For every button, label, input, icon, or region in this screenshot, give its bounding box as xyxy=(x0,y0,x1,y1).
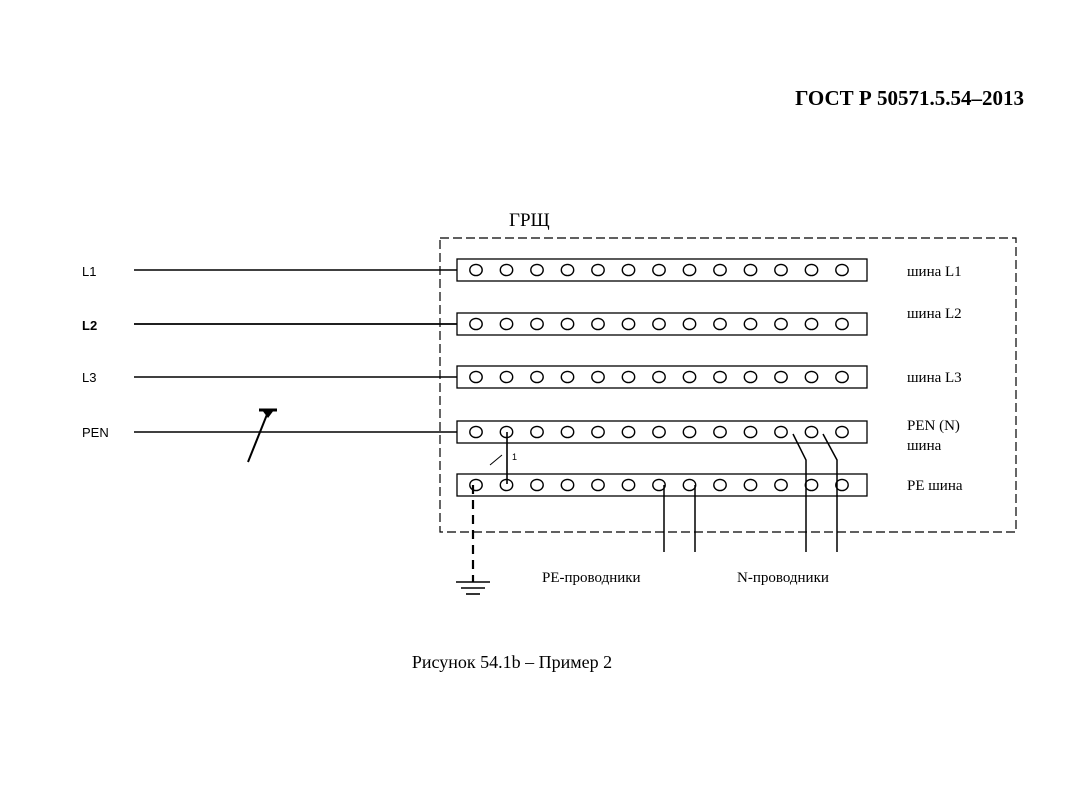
terminal-hole-l1 xyxy=(652,263,666,277)
terminal-hole-pe xyxy=(804,478,819,492)
terminal-hole-l1 xyxy=(713,263,727,277)
terminal-hole-l2 xyxy=(591,317,605,331)
terminal-hole-l2 xyxy=(652,317,666,331)
n-conductor-1 xyxy=(792,433,807,552)
terminal-hole-pe xyxy=(743,478,758,492)
terminal-hole-l1 xyxy=(774,263,788,277)
terminal-hole-l1 xyxy=(682,263,697,277)
terminal-hole-l3 xyxy=(713,370,727,384)
terminal-hole-l3 xyxy=(774,370,788,384)
terminal-hole-pe xyxy=(652,478,666,492)
terminal-hole-l3 xyxy=(652,370,666,384)
terminal-hole-pe xyxy=(835,478,849,492)
terminal-hole-l2 xyxy=(743,317,758,331)
standard-header: ГОСТ Р 50571.5.54–2013 xyxy=(795,86,1024,110)
label-l3: L3 xyxy=(82,370,96,385)
pen-pe-link: 1 xyxy=(489,432,517,484)
terminal-hole-l1 xyxy=(469,263,483,277)
label-l2: L2 xyxy=(82,318,97,333)
terminal-hole-pen xyxy=(591,425,605,439)
bus-label-l2: шина L2 xyxy=(907,306,962,322)
pe-earth-connection xyxy=(456,485,490,595)
terminal-hole-l3 xyxy=(469,370,483,384)
n-conductor-2 xyxy=(822,433,838,552)
figure-caption: Рисунок 54.1b – Пример 2 xyxy=(411,652,613,672)
terminal-hole-l3 xyxy=(621,370,636,384)
terminal-hole-l3 xyxy=(804,370,819,384)
terminal-hole-l2 xyxy=(835,317,849,331)
terminal-hole-pen xyxy=(621,425,636,439)
terminal-hole-pe xyxy=(621,478,636,492)
bus-label-l1: шина L1 xyxy=(907,264,962,280)
bus-label-l3: шина L3 xyxy=(907,370,962,386)
terminal-hole-l1 xyxy=(499,263,514,277)
terminal-hole-l2 xyxy=(621,317,636,331)
terminal-hole-pe xyxy=(591,478,605,492)
pen-earth-symbol xyxy=(247,408,277,463)
terminal-hole-l3 xyxy=(499,370,514,384)
terminal-hole-l1 xyxy=(560,263,575,277)
terminal-hole-l2 xyxy=(499,317,514,331)
terminal-hole-l2 xyxy=(682,317,697,331)
terminal-hole-pe xyxy=(713,478,727,492)
terminal-hole-l1 xyxy=(743,263,758,277)
terminal-hole-pe xyxy=(530,478,544,492)
n-conductors-label: N-проводники xyxy=(737,570,829,586)
terminal-hole-pe xyxy=(469,478,483,492)
terminal-hole-pen xyxy=(469,425,483,439)
terminal-hole-l2 xyxy=(774,317,788,331)
terminal-hole-l1 xyxy=(621,263,636,277)
terminal-hole-l3 xyxy=(835,370,849,384)
link-mark: 1 xyxy=(512,452,517,462)
terminal-hole-l2 xyxy=(804,317,819,331)
terminal-hole-l1 xyxy=(835,263,849,277)
terminal-hole-pe xyxy=(560,478,575,492)
panel-label: ГРЩ xyxy=(509,210,550,231)
terminal-hole-l3 xyxy=(743,370,758,384)
terminal-hole-pen xyxy=(804,425,819,439)
terminal-hole-l1 xyxy=(591,263,605,277)
terminal-hole-pen xyxy=(652,425,666,439)
terminal-hole-pen xyxy=(835,425,849,439)
terminal-hole-l3 xyxy=(530,370,544,384)
busbar-terminals xyxy=(469,263,849,492)
bus-label-pe: PE шина xyxy=(907,478,963,494)
label-l1: L1 xyxy=(82,264,96,279)
terminal-hole-l1 xyxy=(804,263,819,277)
terminal-hole-pen xyxy=(774,425,788,439)
label-pen: PEN xyxy=(82,425,109,440)
terminal-hole-l2 xyxy=(560,317,575,331)
terminal-hole-l3 xyxy=(591,370,605,384)
terminal-hole-l2 xyxy=(713,317,727,331)
terminal-hole-pen xyxy=(743,425,758,439)
terminal-hole-l2 xyxy=(469,317,483,331)
terminal-hole-pen xyxy=(530,425,544,439)
terminal-hole-pen xyxy=(682,425,697,439)
terminal-hole-l2 xyxy=(530,317,544,331)
bus-label-pen-line2: шина xyxy=(907,438,942,454)
terminal-hole-pe xyxy=(682,478,697,492)
panel-enclosure xyxy=(439,237,1017,533)
bus-label-pen: PEN (N) xyxy=(907,418,960,434)
terminal-hole-pen xyxy=(713,425,727,439)
terminal-hole-l3 xyxy=(560,370,575,384)
terminal-hole-l1 xyxy=(530,263,544,277)
pe-conductors-label: PE-проводники xyxy=(542,570,641,586)
terminal-hole-l3 xyxy=(682,370,697,384)
terminal-hole-pe xyxy=(774,478,788,492)
terminal-hole-pen xyxy=(560,425,575,439)
